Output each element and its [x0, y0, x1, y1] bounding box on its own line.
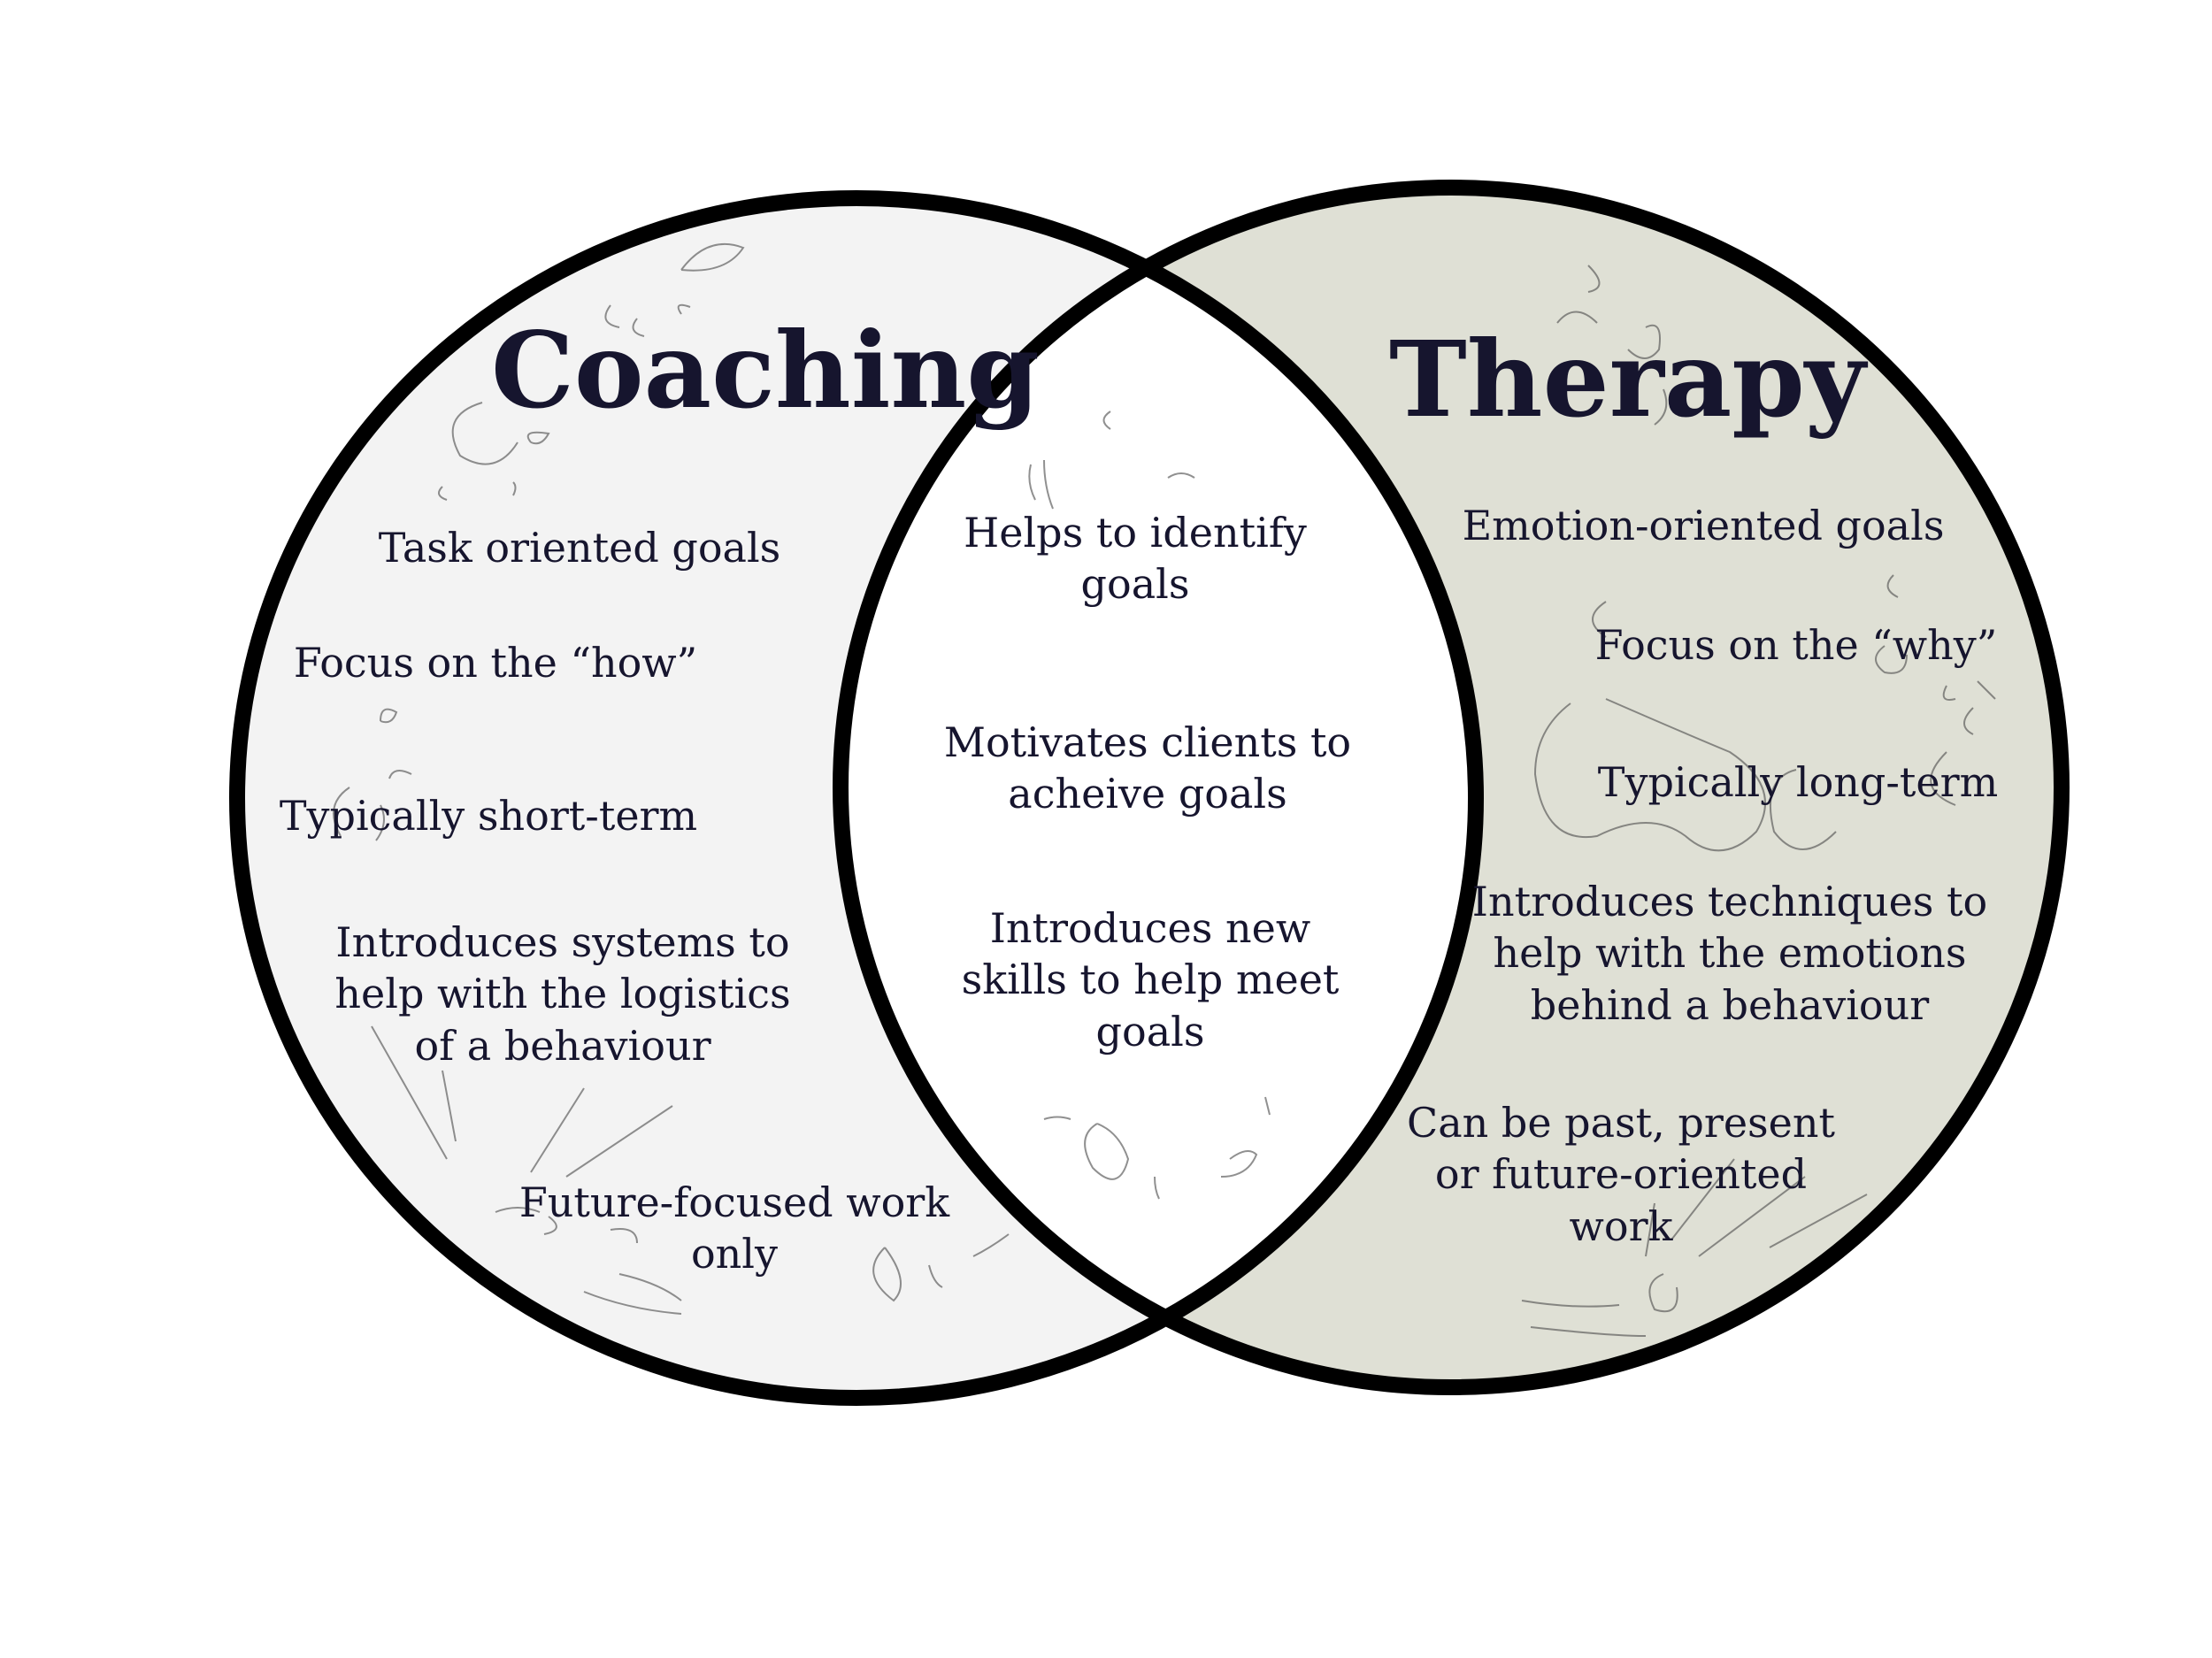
- overlap-region: [841, 198, 1476, 1387]
- coaching-item-task-goals: Task oriented goals: [378, 524, 781, 572]
- coaching-title: Coaching: [491, 309, 1040, 432]
- coaching-item-focus-how: Focus on the “how”: [293, 639, 698, 687]
- therapy-circle-outline: [833, 180, 2070, 1395]
- therapy-item-long-term: Typically long-term: [1597, 758, 1999, 806]
- decorative-squiggles: [333, 242, 1996, 1337]
- therapy-item-emotion-goals: Emotion-oriented goals: [1462, 502, 1945, 549]
- coaching-circle-outline: [229, 190, 1484, 1406]
- therapy-item-focus-why: Focus on the “why”: [1594, 621, 1998, 669]
- coaching-item-short-term: Typically short-term: [279, 792, 698, 840]
- therapy-title: Therapy: [1389, 318, 1866, 441]
